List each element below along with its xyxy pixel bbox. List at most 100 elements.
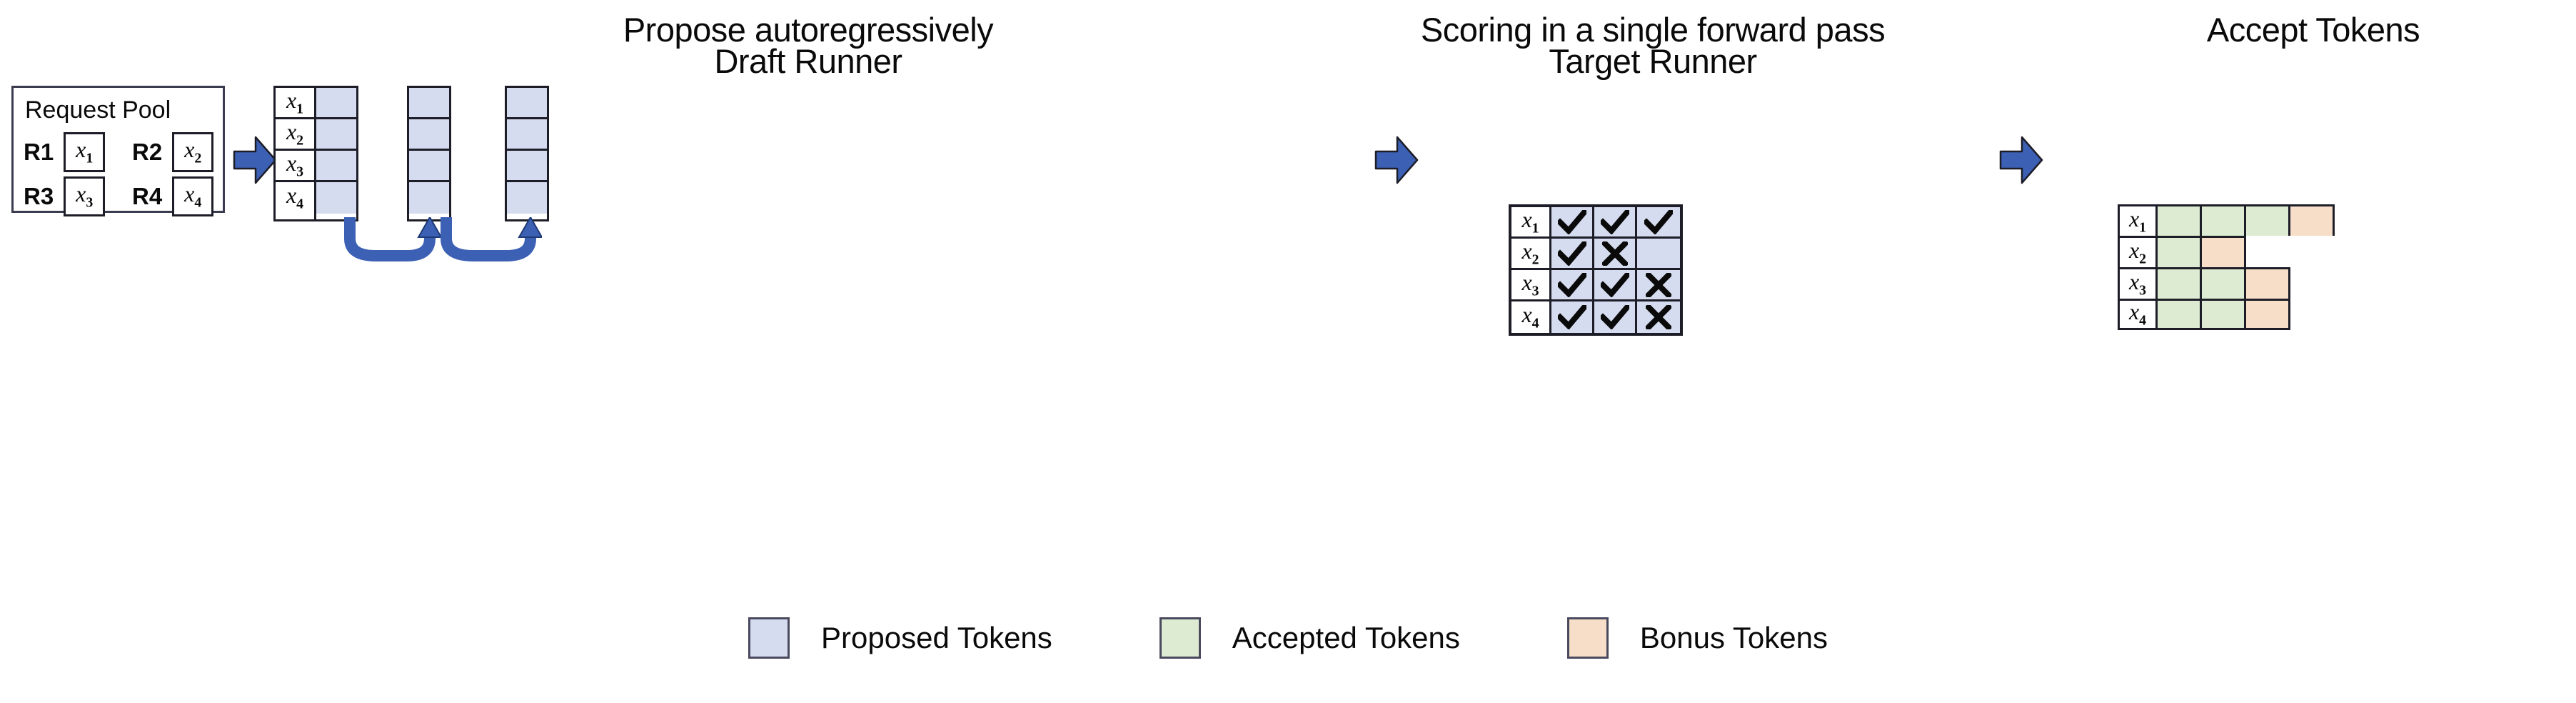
- accept-cell-bonus[interactable]: [2290, 204, 2335, 236]
- draft-step-column-2[interactable]: [407, 86, 451, 221]
- check-icon: [1644, 209, 1673, 234]
- draft-step-column-1[interactable]: [314, 86, 358, 221]
- draft-row-label-x3: x3: [276, 151, 314, 182]
- draft-cell: [507, 151, 547, 182]
- accept-cell-accepted[interactable]: [2158, 299, 2202, 330]
- target-runner-row: [1551, 270, 1680, 301]
- token-x1: x1: [76, 136, 94, 166]
- cross-icon: [1646, 305, 1671, 329]
- accept-row-label-x2: x2: [2118, 236, 2158, 267]
- check-icon: [1600, 305, 1629, 329]
- draft-caption: Propose autoregressively: [623, 11, 994, 49]
- target-cell-check[interactable]: [1594, 301, 1637, 333]
- accept-cell-bonus[interactable]: [2246, 267, 2290, 299]
- draft-cell: [507, 182, 547, 214]
- check-icon: [1557, 272, 1586, 297]
- accept-cell-accepted[interactable]: [2246, 204, 2290, 236]
- request-token-box-r1: x1: [64, 132, 106, 172]
- target-runner-row: [1551, 301, 1680, 333]
- accept-cell-accepted[interactable]: [2202, 267, 2246, 299]
- accept-cell-bonus[interactable]: [2246, 299, 2290, 330]
- request-label-r4: R4: [132, 183, 163, 209]
- accept-row-label-x1: x1: [2118, 204, 2158, 236]
- draft-cell: [409, 151, 449, 182]
- draft-cell: [316, 182, 356, 214]
- accept-row-label-x4: x4: [2118, 299, 2158, 330]
- check-icon: [1600, 209, 1629, 234]
- draft-cell: [316, 88, 356, 119]
- target-cell-cross[interactable]: [1637, 270, 1680, 301]
- draft-step-column-3[interactable]: [505, 86, 549, 221]
- request-pool-item-r4[interactable]: R4 x4: [132, 176, 214, 216]
- legend-swatch-proposed: [748, 617, 790, 659]
- request-pool-title: Request Pool: [25, 96, 171, 124]
- token-x2: x2: [184, 136, 202, 166]
- token-x4: x4: [184, 181, 202, 211]
- check-icon: [1557, 209, 1586, 234]
- request-pool-item-r3[interactable]: R3 x3: [24, 176, 106, 216]
- target-cell-check[interactable]: [1551, 207, 1594, 239]
- check-icon: [1557, 305, 1586, 329]
- request-pool-item-r2[interactable]: R2 x2: [132, 132, 214, 172]
- target-row-label-x4: x4: [1511, 301, 1551, 333]
- accept-caption: Accept Tokens: [2206, 11, 2420, 49]
- target-caption: Scoring in a single forward pass: [1420, 11, 1886, 49]
- request-label-r1: R1: [24, 139, 54, 165]
- token-x3: x3: [76, 181, 94, 211]
- accept-tokens-row: x2: [2118, 236, 2335, 267]
- legend-item-accepted: Accepted Tokens: [1159, 617, 1460, 659]
- accept-cell-accepted[interactable]: [2158, 204, 2202, 236]
- cross-icon: [1646, 272, 1671, 297]
- cross-icon: [1601, 241, 1628, 266]
- request-label-r2: R2: [132, 139, 163, 165]
- request-token-box-r3: x3: [64, 176, 106, 216]
- draft-cell: [316, 119, 356, 151]
- accept-tokens-row: x4: [2118, 299, 2335, 330]
- target-cell-check[interactable]: [1551, 239, 1594, 270]
- request-pool-item-r1[interactable]: R1 x1: [24, 132, 106, 172]
- target-runner-title: Target Runner: [1549, 42, 1757, 80]
- draft-loop-arrow-1: [341, 217, 441, 264]
- flow-arrow-pool-to-draft: [233, 134, 277, 186]
- target-row-label-x1: x1: [1511, 207, 1551, 239]
- draft-cell: [507, 88, 547, 119]
- target-runner-row: [1551, 239, 1680, 270]
- target-cell-empty[interactable]: [1637, 239, 1680, 270]
- target-cell-cross[interactable]: [1594, 239, 1637, 270]
- target-runner-row: [1551, 207, 1680, 239]
- draft-cell: [409, 182, 449, 214]
- legend-label-bonus: Bonus Tokens: [1639, 621, 1828, 654]
- flow-arrow-target-to-accept: [1999, 134, 2043, 186]
- target-cell-check[interactable]: [1551, 270, 1594, 301]
- flow-arrow-draft-to-target: [1374, 134, 1419, 186]
- accept-cell-accepted[interactable]: [2202, 204, 2246, 236]
- request-label-r3: R3: [24, 183, 54, 209]
- legend-item-proposed: Proposed Tokens: [748, 617, 1052, 659]
- draft-row-label-x4: x4: [276, 182, 314, 214]
- target-cell-cross[interactable]: [1637, 301, 1680, 333]
- draft-cell: [409, 119, 449, 151]
- legend-label-proposed: Proposed Tokens: [821, 621, 1052, 654]
- target-cell-check[interactable]: [1594, 270, 1637, 301]
- draft-runner-title: Draft Runner: [714, 42, 902, 80]
- request-token-box-r2: x2: [172, 132, 214, 172]
- target-cell-check[interactable]: [1637, 207, 1680, 239]
- target-runner-grid[interactable]: x1 x2 x3 x4: [1509, 204, 1683, 336]
- legend-swatch-accepted: [1159, 617, 1201, 659]
- target-row-label-x3: x3: [1511, 270, 1551, 301]
- draft-row-label-x1: x1: [276, 88, 314, 119]
- check-icon: [1600, 272, 1629, 297]
- request-pool-panel: Request Pool R1 x1 R2 x2 R3 x3 R4 x4: [11, 86, 225, 216]
- target-runner-cells: [1551, 207, 1680, 333]
- target-cell-check[interactable]: [1594, 207, 1637, 239]
- accept-cell-accepted[interactable]: [2158, 236, 2202, 267]
- draft-cell: [507, 119, 547, 151]
- draft-cell: [316, 151, 356, 182]
- accept-cell-bonus[interactable]: [2202, 236, 2246, 267]
- accept-tokens-row: x3: [2118, 267, 2335, 299]
- accept-cell-accepted[interactable]: [2158, 267, 2202, 299]
- target-cell-check[interactable]: [1551, 301, 1594, 333]
- accept-cell-accepted[interactable]: [2202, 299, 2246, 330]
